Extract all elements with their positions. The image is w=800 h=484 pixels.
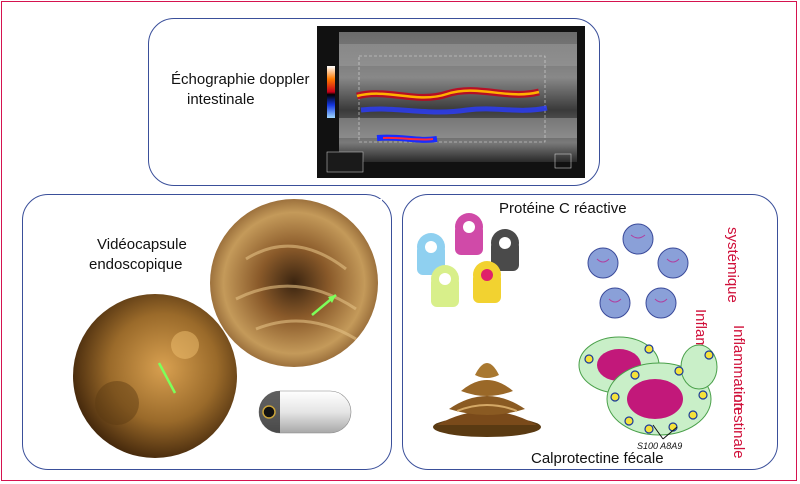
panel-biomarkers: Protéine C réactive Inflammation systémi… (402, 194, 778, 470)
panel-capsule: Vidéocapsule endoscopique (22, 194, 392, 470)
endoscopy-image-lesion (73, 294, 237, 458)
crp-label: Protéine C réactive (499, 200, 627, 217)
calprotectin-label: Calprotectine fécale (531, 450, 664, 467)
doppler-label-line2: intestinale (187, 91, 255, 108)
s100-protein-label: S100 A8A9 (637, 441, 683, 451)
intestinal-label-line2: intestinale (730, 391, 747, 459)
capsule-label-line2: endoscopique (89, 256, 183, 273)
panel-doppler: Échographie doppler intestinale (148, 18, 600, 186)
capsule-device-image (258, 390, 352, 434)
capsule-label-line1: Vidéocapsule (97, 236, 187, 253)
doppler-ultrasound-image (317, 26, 585, 178)
neutrophils-illustration (578, 336, 718, 440)
endoscopy-image-small-bowel (206, 199, 382, 367)
crp-protein-structure (587, 223, 689, 319)
stool-illustration (433, 363, 541, 437)
doppler-label-line1: Échographie doppler (171, 71, 310, 88)
crp-rings-illustration (417, 213, 519, 307)
systemic-label-line2: systémique (724, 227, 741, 303)
